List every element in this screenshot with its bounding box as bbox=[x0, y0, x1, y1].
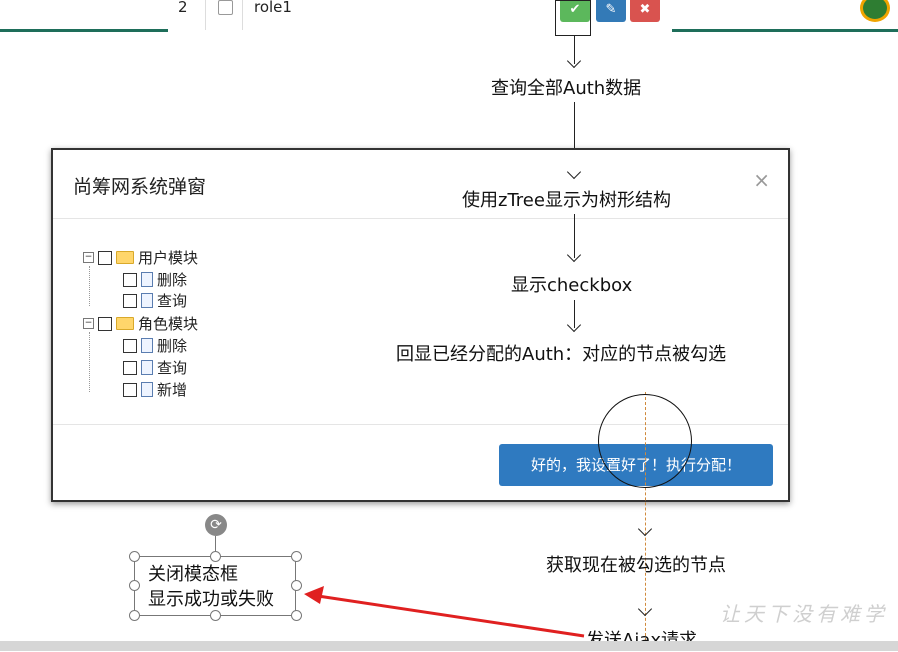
watermark: 让天下没有难学 bbox=[720, 602, 888, 626]
edit-button[interactable]: ✎ bbox=[596, 0, 626, 22]
bottom-bar bbox=[0, 641, 898, 651]
tree-node-user-module[interactable]: − 用户模块 bbox=[83, 247, 198, 268]
tree-checkbox[interactable] bbox=[98, 316, 112, 331]
tree-node-label: 用户模块 bbox=[138, 249, 199, 267]
close-icon[interactable]: × bbox=[753, 168, 770, 192]
tree-node-label: 删除 bbox=[157, 271, 188, 289]
tree-connector bbox=[89, 332, 90, 392]
resize-handle[interactable] bbox=[210, 551, 221, 562]
highlight-circle bbox=[598, 394, 692, 488]
rotate-connector bbox=[215, 536, 216, 556]
tree-node-label: 角色模块 bbox=[138, 315, 199, 333]
row-border-left bbox=[0, 29, 168, 32]
collapse-icon[interactable]: − bbox=[83, 252, 94, 263]
tree-checkbox[interactable] bbox=[123, 338, 137, 353]
resize-handle[interactable] bbox=[129, 580, 140, 591]
tree-checkbox[interactable] bbox=[123, 293, 137, 308]
tree-connector bbox=[89, 266, 90, 306]
collapse-icon[interactable]: − bbox=[83, 318, 94, 329]
resize-handle[interactable] bbox=[291, 610, 302, 621]
flow-step-2: 使用zTree显示为树形结构 bbox=[462, 190, 671, 211]
file-icon bbox=[141, 338, 153, 353]
row-role-name: role1 bbox=[254, 0, 292, 16]
rotate-icon[interactable]: ⟳ bbox=[205, 514, 227, 536]
tree-node-user-delete[interactable]: 删除 bbox=[123, 269, 187, 290]
delete-button[interactable]: ✖ bbox=[630, 0, 660, 22]
tree-checkbox[interactable] bbox=[123, 360, 137, 375]
text-line: 显示成功或失败 bbox=[148, 589, 274, 610]
modal-title: 尚筹网系统弹窗 bbox=[73, 176, 207, 198]
flow-arrow bbox=[574, 102, 575, 176]
resize-handle[interactable] bbox=[129, 551, 140, 562]
file-icon bbox=[141, 360, 153, 375]
tree-node-role-delete[interactable]: 删除 bbox=[123, 335, 187, 356]
modal-footer-divider bbox=[53, 424, 788, 425]
tree-node-label: 新增 bbox=[157, 381, 188, 399]
tree-node-role-query[interactable]: 查询 bbox=[123, 357, 187, 378]
tree-node-role-module[interactable]: − 角色模块 bbox=[83, 313, 198, 334]
tree-node-role-add[interactable]: 新增 bbox=[123, 379, 187, 400]
tree-node-label: 删除 bbox=[157, 337, 188, 355]
flow-step-4: 回显已经分配的Auth：对应的节点被勾选 bbox=[396, 344, 727, 365]
file-icon bbox=[141, 293, 153, 308]
logo-icon bbox=[860, 0, 890, 22]
folder-icon bbox=[116, 317, 134, 330]
row-index: 2 bbox=[178, 0, 188, 16]
column-divider bbox=[242, 0, 243, 30]
resize-handle[interactable] bbox=[291, 551, 302, 562]
tree-node-label: 查询 bbox=[157, 359, 188, 377]
resize-handle[interactable] bbox=[291, 580, 302, 591]
row-checkbox[interactable] bbox=[218, 0, 233, 15]
modal-header: 尚筹网系统弹窗 × bbox=[53, 150, 788, 219]
resize-handle[interactable] bbox=[129, 610, 140, 621]
file-icon bbox=[141, 382, 153, 397]
pencil-icon: ✎ bbox=[605, 2, 617, 17]
flow-arrow bbox=[574, 36, 575, 64]
tree-checkbox[interactable] bbox=[98, 250, 112, 265]
text-line: 关闭模态框 bbox=[148, 564, 238, 585]
resize-handle[interactable] bbox=[210, 610, 221, 621]
tree-node-user-query[interactable]: 查询 bbox=[123, 290, 187, 311]
flow-step-3: 显示checkbox bbox=[511, 275, 633, 296]
table-row: 2 role1 ✔ ✎ ✖ bbox=[0, 0, 898, 36]
flow-step-1: 查询全部Auth数据 bbox=[491, 78, 642, 99]
highlight-box bbox=[555, 0, 591, 36]
flow-arrow bbox=[574, 300, 575, 328]
row-border-right bbox=[672, 29, 898, 32]
tree-node-label: 查询 bbox=[157, 292, 188, 310]
tree-checkbox[interactable] bbox=[123, 382, 137, 397]
column-divider bbox=[205, 0, 206, 30]
file-icon bbox=[141, 272, 153, 287]
assign-auth-button[interactable]: ✔ bbox=[560, 0, 590, 22]
tree-checkbox[interactable] bbox=[123, 272, 137, 287]
flow-step-5: 获取现在被勾选的节点 bbox=[546, 555, 726, 576]
text-box-content: 关闭模态框 显示成功或失败 bbox=[148, 562, 274, 612]
flow-arrow bbox=[574, 214, 575, 258]
folder-icon bbox=[116, 251, 134, 264]
guide-line bbox=[645, 392, 646, 651]
check-square-icon: ✔ bbox=[569, 2, 581, 17]
close-icon: ✖ bbox=[639, 2, 651, 17]
